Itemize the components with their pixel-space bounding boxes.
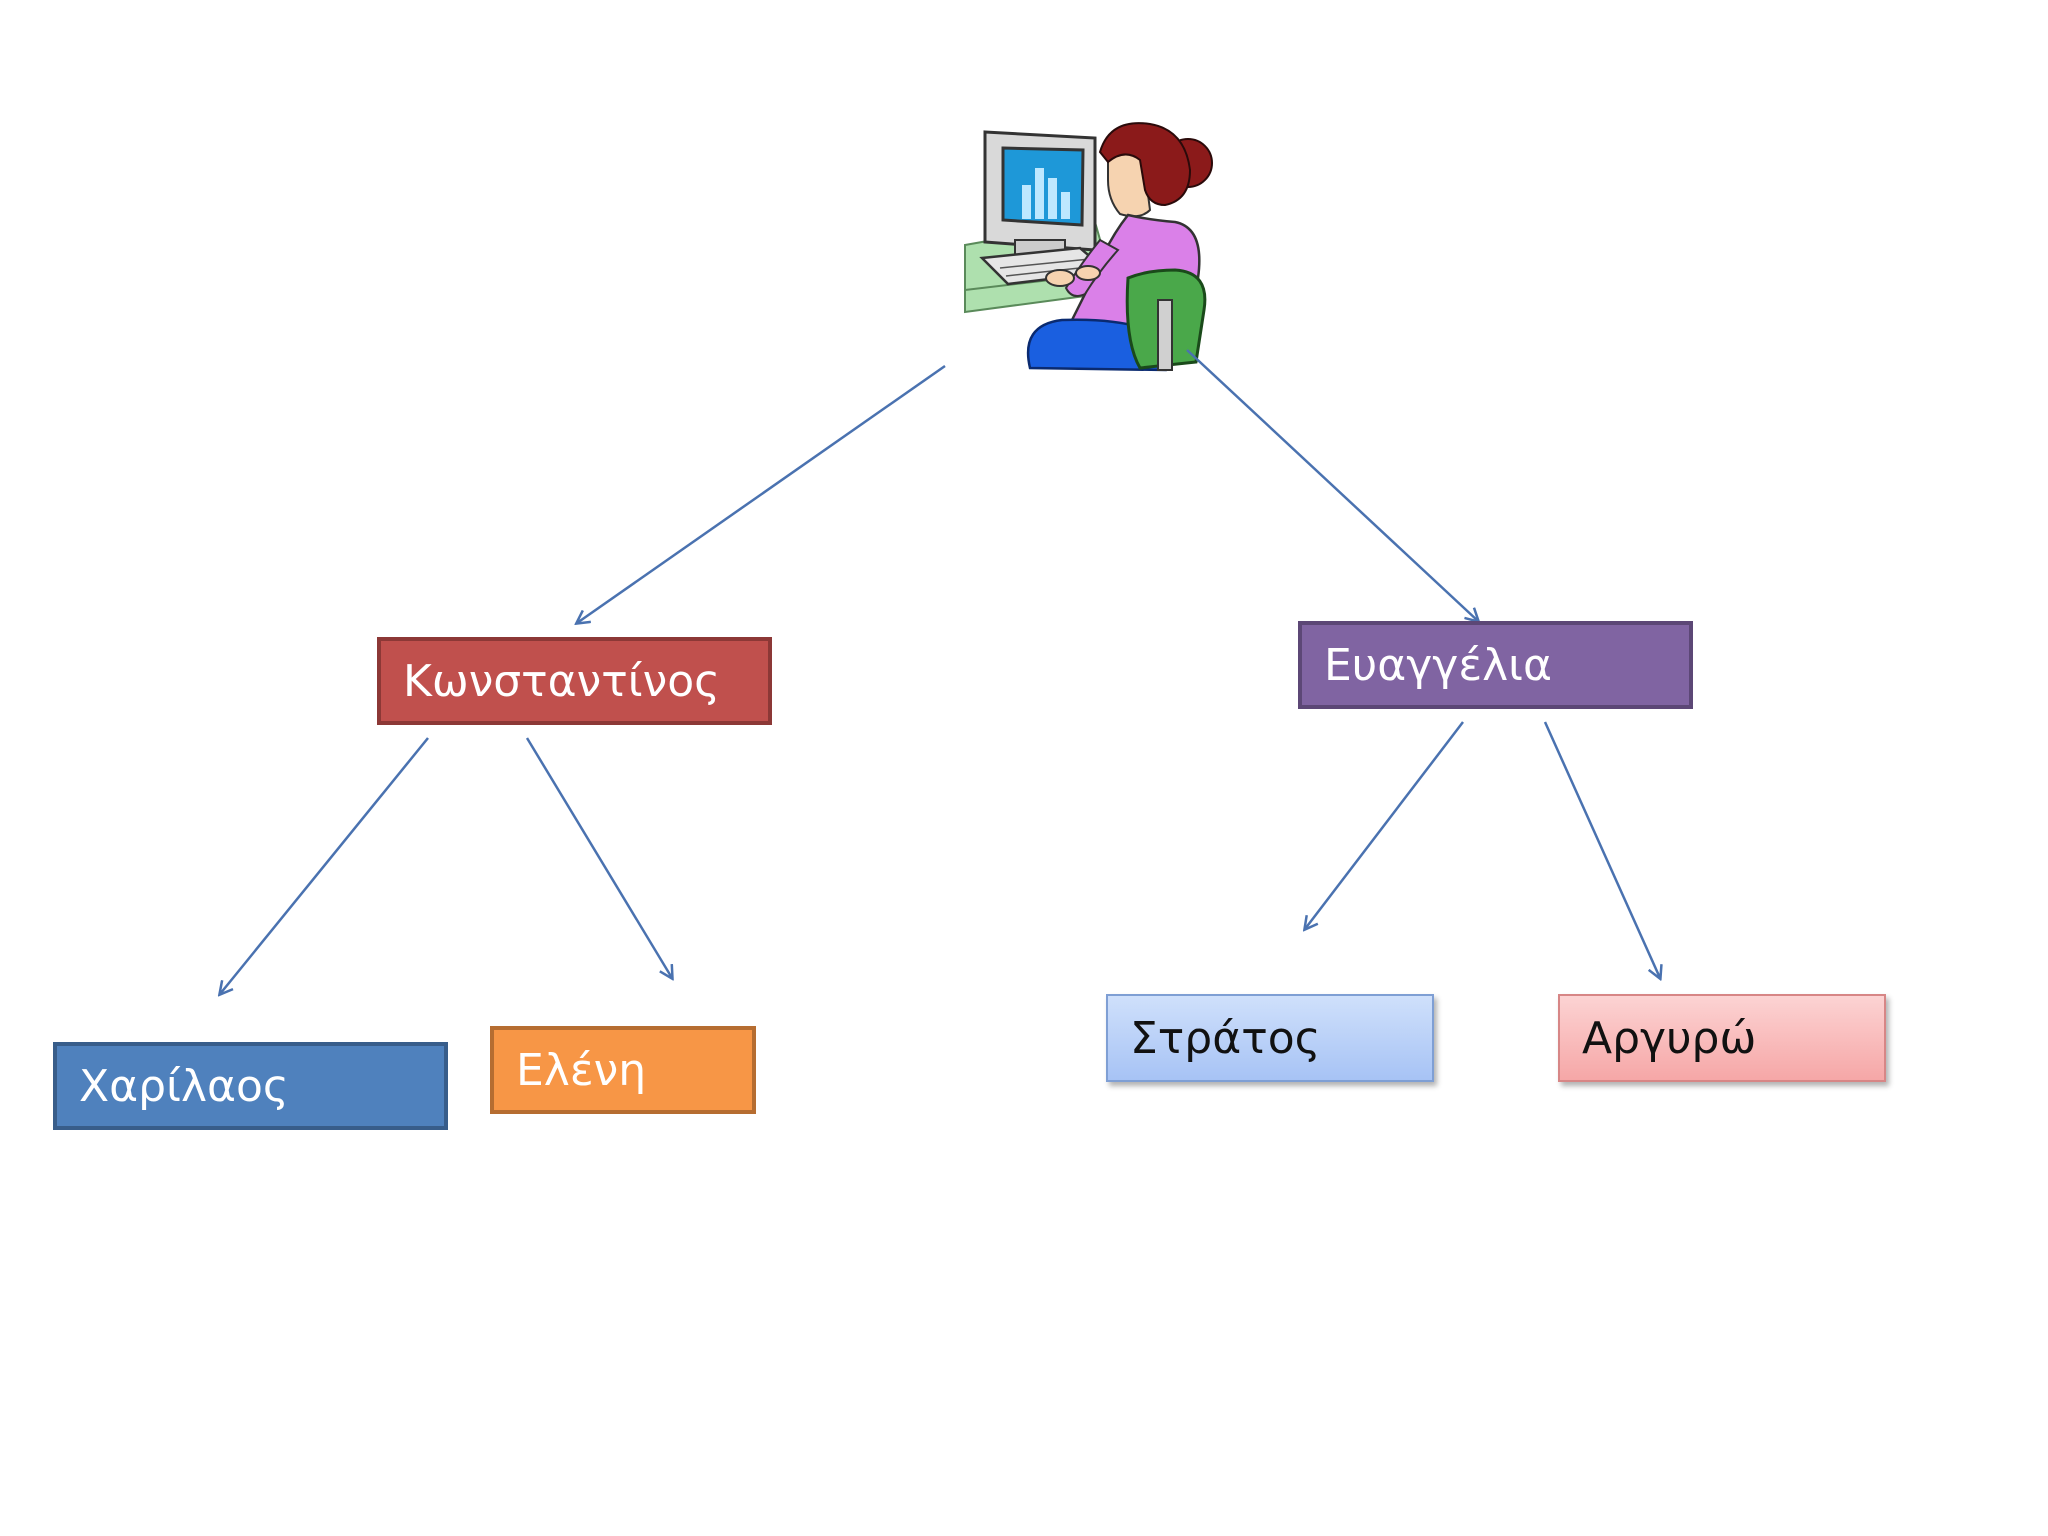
node-eleni: Ελένη (490, 1026, 756, 1114)
connector-root-konstantinos (577, 364, 946, 623)
node-argyro: Αργυρώ (1558, 994, 1886, 1082)
node-label: Στράτος (1130, 1012, 1321, 1064)
node-stratos: Στράτος (1106, 994, 1434, 1082)
node-label: Ευαγγέλια (1324, 639, 1553, 691)
node-konstantinos: Κωνσταντίνος (377, 637, 772, 725)
node-label: Ελένη (516, 1044, 647, 1096)
connector-konstantinos-eleni (525, 737, 672, 978)
node-charilaos: Χαρίλαος (53, 1042, 448, 1130)
node-label: Κωνσταντίνος (403, 655, 720, 707)
woman-at-computer-icon (964, 122, 1213, 372)
connector-root-evangelia (1186, 349, 1478, 621)
connector-konstantinos-charilaos (220, 737, 429, 994)
node-label: Χαρίλαος (79, 1060, 289, 1112)
node-evangelia: Ευαγγέλια (1298, 621, 1693, 709)
node-label: Αργυρώ (1582, 1012, 1757, 1064)
connector-evangelia-argyro (1543, 721, 1660, 978)
connector-evangelia-stratos (1305, 721, 1464, 929)
